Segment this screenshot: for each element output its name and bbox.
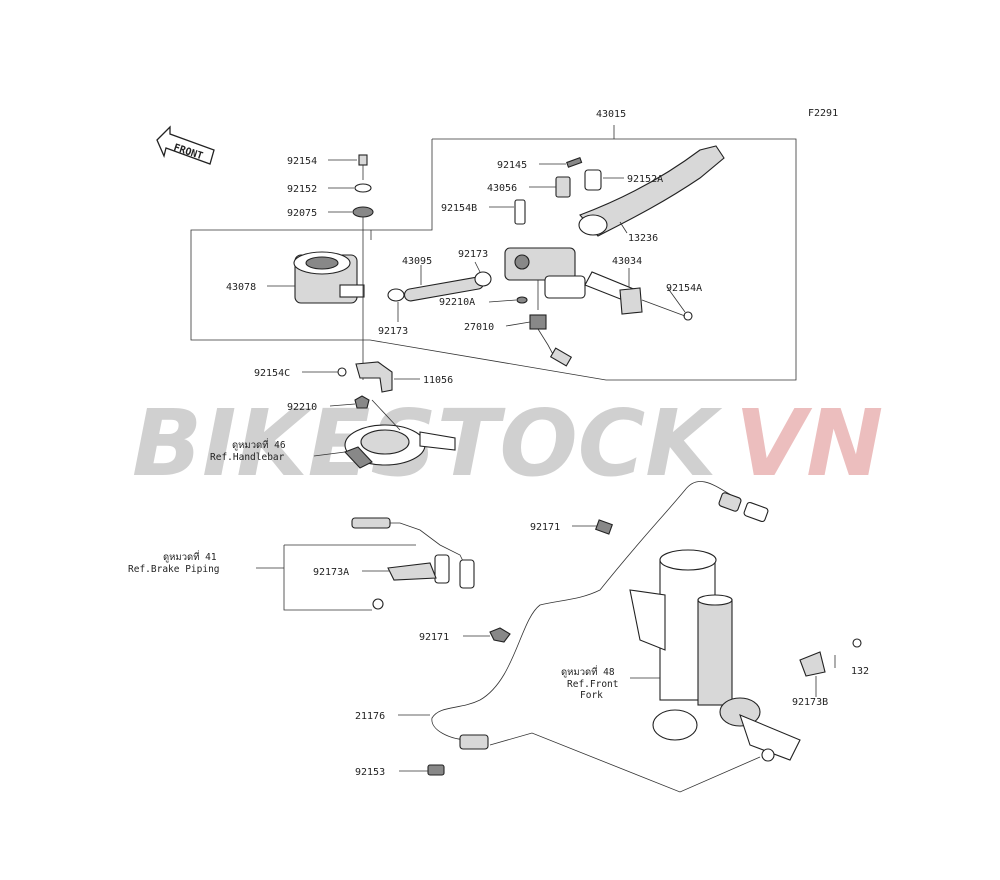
label-92210A: 92210A xyxy=(439,297,475,308)
small-parts-top[interactable] xyxy=(514,157,602,304)
watermark: BIKESTOCK VN xyxy=(132,390,883,497)
reference-labels: ดูหมวดที่ 46 Ref.Handlebar ดูหมวดที่ 41 … xyxy=(128,438,618,701)
reservoir-tank[interactable] xyxy=(293,251,365,304)
watermark-text-2: VN xyxy=(735,390,883,497)
label-92171-top: 92171 xyxy=(530,522,560,533)
ref-handlebar-en: Ref.Handlebar xyxy=(210,452,285,463)
label-11056: 11056 xyxy=(423,375,453,386)
ref-brake-thai: ดูหมวดที่ 41 xyxy=(163,550,217,563)
label-92154C: 92154C xyxy=(254,368,290,379)
label-92173-mid: 92173 xyxy=(378,326,408,337)
label-92154B: 92154B xyxy=(441,203,477,214)
ref-fork-en1: Ref.Front xyxy=(567,679,618,690)
diagram-code: F2291 xyxy=(808,108,838,119)
label-92145: 92145 xyxy=(497,160,527,171)
group-frames xyxy=(190,125,797,793)
leader-lines xyxy=(267,159,836,772)
ref-brake-en: Ref.Brake Piping xyxy=(128,564,220,575)
ref-fork-en2: Fork xyxy=(580,690,603,701)
clamp-43034[interactable] xyxy=(619,287,693,321)
label-92210: 92210 xyxy=(287,402,317,413)
ref-handlebar-thai: ดูหมวดที่ 46 xyxy=(232,438,286,451)
hose-43095[interactable] xyxy=(387,271,492,302)
front-arrow-icon: FRONT xyxy=(156,125,215,165)
label-92152: 92152 xyxy=(287,184,317,195)
reservoir-cap-parts[interactable] xyxy=(352,154,374,380)
part-labels: 43015 92154 92152 92075 43078 92145 4305… xyxy=(226,109,869,778)
bracket-11056[interactable] xyxy=(337,361,393,409)
label-43034: 43034 xyxy=(612,256,642,267)
label-92154: 92154 xyxy=(287,156,317,167)
handlebar-clamp[interactable] xyxy=(344,399,456,469)
abs-sensor-cable[interactable] xyxy=(427,481,862,776)
ref-fork-thai: ดูหมวดที่ 48 xyxy=(561,665,615,678)
brake-lever[interactable] xyxy=(578,145,725,237)
label-43095: 43095 xyxy=(402,256,432,267)
label-92173B: 92173B xyxy=(792,697,828,708)
label-92173-top: 92173 xyxy=(458,249,488,260)
label-21176: 21176 xyxy=(355,711,385,722)
brake-switch-27010[interactable] xyxy=(529,314,573,367)
label-27010: 27010 xyxy=(464,322,494,333)
label-43056: 43056 xyxy=(487,183,517,194)
label-92154A: 92154A xyxy=(666,283,702,294)
label-92153: 92153 xyxy=(355,767,385,778)
label-92171-mid: 92171 xyxy=(419,632,449,643)
label-132: 132 xyxy=(851,666,869,677)
label-13236: 13236 xyxy=(628,233,658,244)
label-43078: 43078 xyxy=(226,282,256,293)
label-92152A: 92152A xyxy=(627,174,663,185)
label-92075: 92075 xyxy=(287,208,317,219)
brake-piping[interactable] xyxy=(351,517,475,610)
front-fork[interactable] xyxy=(629,549,801,762)
label-92173A: 92173A xyxy=(313,567,349,578)
label-43015: 43015 xyxy=(596,109,626,120)
